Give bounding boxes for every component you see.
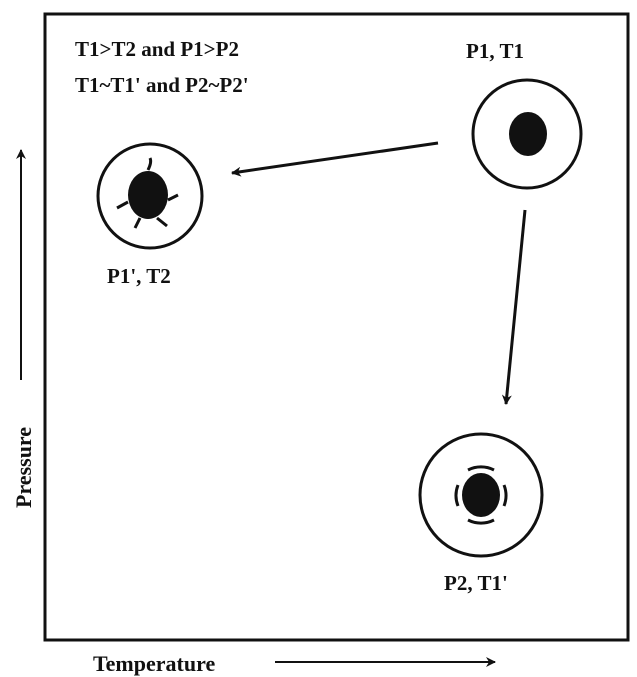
depressurization-arrow <box>501 209 527 405</box>
condition-line-2: T1~T1' and P2~P2' <box>75 73 249 97</box>
cooled-state-label: P1', T2 <box>107 264 171 288</box>
cooling-arrow <box>231 141 439 177</box>
cooled-state-bubble <box>96 142 204 250</box>
y-axis-label: Pressure <box>11 427 36 508</box>
initial-state-bubble <box>471 78 583 190</box>
initial-state-label: P1, T1 <box>466 39 524 63</box>
condition-line-1: T1>T2 and P1>P2 <box>75 37 239 61</box>
plot-frame <box>43 12 630 642</box>
x-axis-label: Temperature <box>93 651 215 676</box>
depressurized-state-label: P2, T1' <box>444 571 508 595</box>
depressurized-state-bubble <box>418 432 544 558</box>
